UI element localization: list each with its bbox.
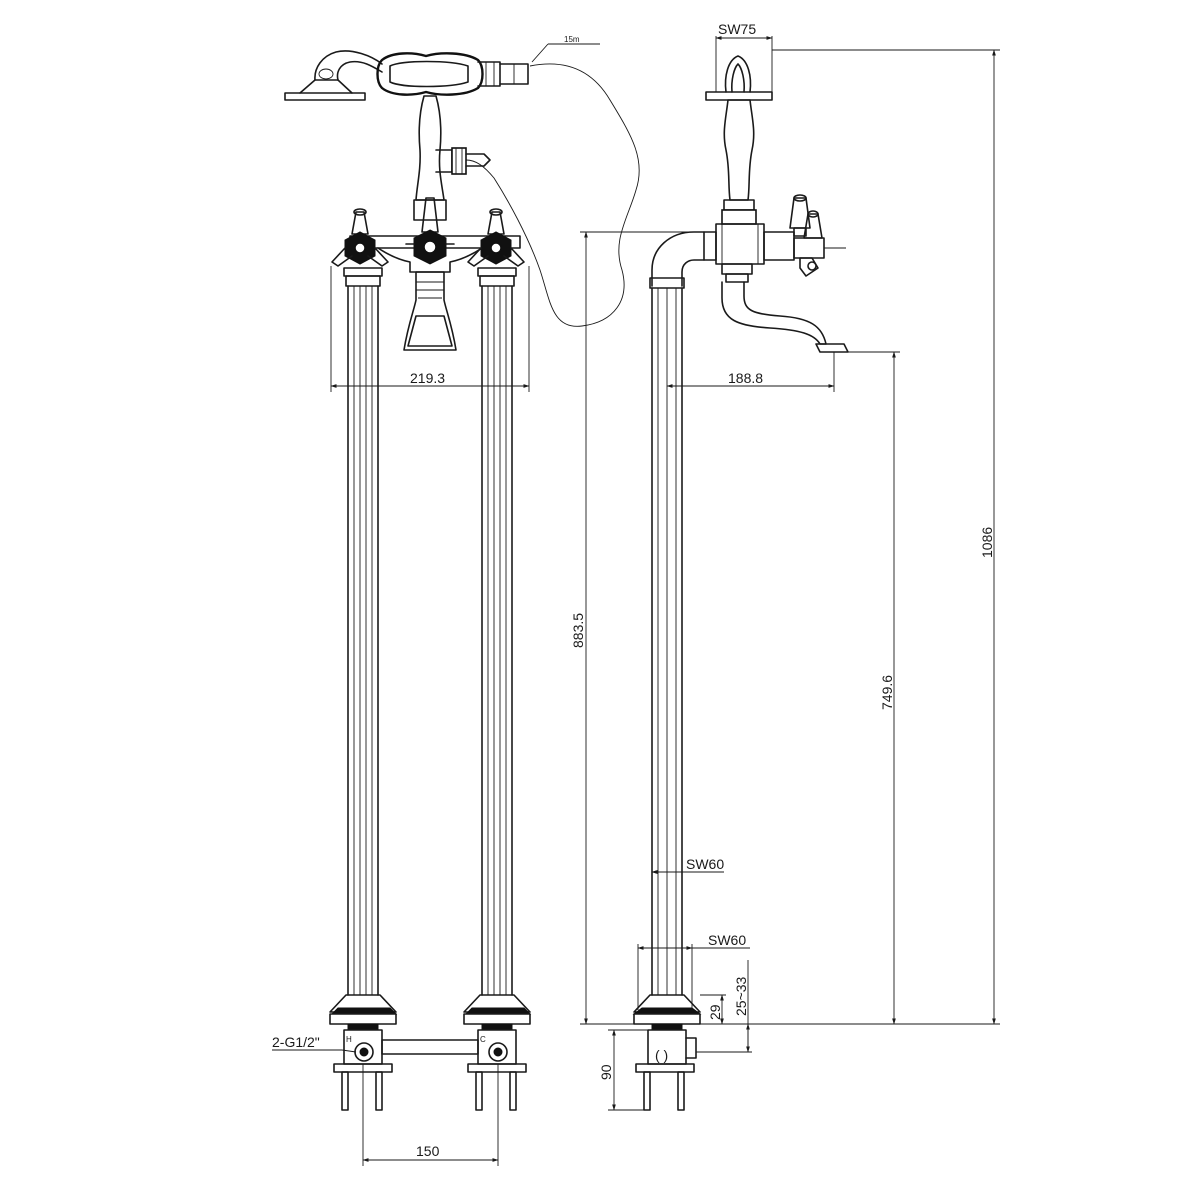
side-handle-front (793, 210, 846, 277)
dim-150-text: 150 (416, 1143, 440, 1159)
hot-mark: H (346, 1035, 352, 1044)
dim-sw60-upper: SW60 (651, 856, 724, 874)
sw75-text: SW75 (718, 21, 756, 37)
inlet-thread-text: 2-G1/2" (272, 1034, 320, 1050)
handset-cradle (284, 50, 383, 101)
hose-length-label: 15m (531, 35, 600, 63)
inlet-thread-label: 2-G1/2" (272, 1034, 357, 1053)
side-standpipe (632, 287, 702, 1031)
dim-90: 90 (598, 1029, 648, 1111)
left-standpipe (329, 267, 398, 1031)
right-standpipe (463, 267, 532, 1031)
cold-mark: C (480, 1035, 486, 1044)
dim-219-3-text: 219.3 (410, 370, 445, 386)
side-valve-block (703, 223, 795, 283)
dim-749-6: 749.6 (848, 351, 900, 1025)
side-cradle (705, 55, 773, 101)
floor-fixing-front: H C (333, 1029, 527, 1111)
dim-sw75: SW75 (715, 21, 773, 92)
floor-fixing-side: ( ) (635, 1029, 697, 1111)
dim-883-5-text: 883.5 (570, 613, 586, 648)
dim-29-text: 29 (707, 1004, 723, 1020)
right-handle (467, 208, 525, 267)
left-handle (331, 208, 389, 267)
dim-90-text: 90 (598, 1064, 614, 1080)
side-handle-rear (789, 194, 811, 237)
center-handle (405, 197, 455, 265)
dim-1086: 1086 (700, 49, 1000, 1025)
side-valve-mark: ( ) (655, 1047, 668, 1063)
front-view: 15m (272, 35, 640, 1166)
dim-25-33: 25~33 (696, 960, 752, 1053)
sw60-upper-text: SW60 (686, 856, 724, 872)
side-elbow (649, 231, 705, 289)
side-view: ( ) SW75 1086 883.5 (570, 21, 1000, 1111)
front-spout (403, 271, 457, 351)
dim-150: 150 (362, 1064, 499, 1166)
dim-219-3: 219.3 (330, 266, 530, 392)
hose-length-text: 15m (564, 35, 580, 44)
dim-25-33-text: 25~33 (733, 976, 749, 1016)
side-spout (721, 281, 849, 353)
dim-29: 29 (700, 994, 726, 1025)
handset (376, 52, 529, 96)
center-riser (415, 95, 491, 201)
dim-1086-text: 1086 (979, 527, 995, 558)
side-riser (721, 99, 757, 225)
dim-188-8-text: 188.8 (728, 370, 763, 386)
dim-749-6-text: 749.6 (879, 675, 895, 710)
sw60-lower-text: SW60 (708, 932, 746, 948)
dim-sw60-lower: SW60 (637, 932, 750, 1010)
dim-883-5: 883.5 (570, 231, 704, 1025)
hose-line (465, 63, 640, 327)
dim-188-8: 188.8 (666, 352, 835, 392)
